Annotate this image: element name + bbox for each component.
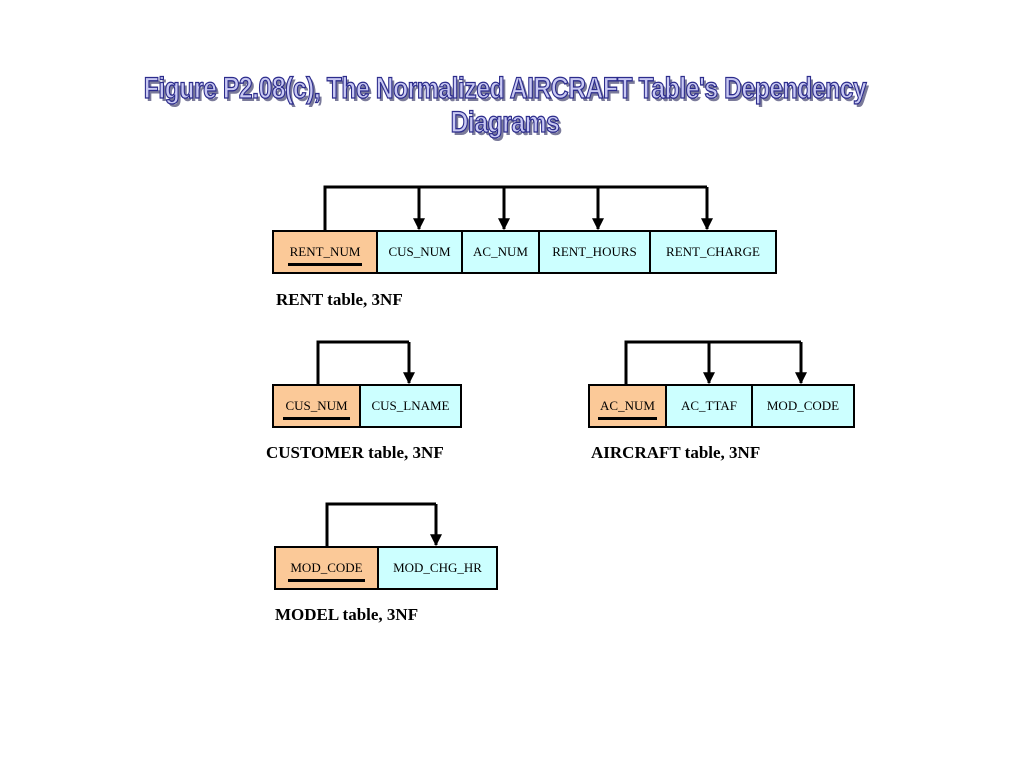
rent-dependency-arrows — [323, 185, 713, 231]
rent-attr-label: AC_NUM — [473, 244, 528, 259]
aircraft-attr-ac-ttaf: AC_TTAF — [665, 384, 753, 428]
rent-attr-ac-num: AC_NUM — [461, 230, 540, 274]
model-table-caption: MODEL table, 3NF — [275, 605, 419, 624]
aircraft-attr-label: AC_TTAF — [680, 398, 738, 413]
model-pk-mod-code: MOD_CODE — [274, 546, 379, 590]
aircraft-pk-label: AC_NUM — [598, 397, 657, 420]
customer-dependency-arrows — [316, 340, 415, 385]
rent-table-caption: RENT table, 3NF — [276, 290, 403, 309]
model-dependency-arrows — [325, 502, 442, 547]
customer-table-caption: CUSTOMER table, 3NF — [266, 443, 444, 462]
aircraft-attr-label: MOD_CODE — [766, 398, 840, 413]
aircraft-attr-mod-code: MOD_CODE — [751, 384, 855, 428]
figure-title: Figure P2.08(c), The Normalized AIRCRAFT… — [143, 71, 867, 139]
rent-attr-rent-charge: RENT_CHARGE — [649, 230, 777, 274]
rent-attr-rent-hours: RENT_HOURS — [538, 230, 651, 274]
rent-pk-label: RENT_NUM — [287, 243, 363, 266]
customer-pk-cus-num: CUS_NUM — [272, 384, 361, 428]
rent-attr-label: RENT_HOURS — [552, 244, 637, 259]
customer-pk-label: CUS_NUM — [283, 397, 350, 420]
aircraft-dependency-arrows — [624, 340, 807, 385]
customer-attr-label: CUS_LNAME — [371, 398, 450, 413]
model-attr-mod-chg-hr: MOD_CHG_HR — [377, 546, 498, 590]
aircraft-table-caption: AIRCRAFT table, 3NF — [591, 443, 761, 462]
rent-attr-cus-num: CUS_NUM — [376, 230, 463, 274]
model-pk-label: MOD_CODE — [288, 559, 365, 582]
rent-attr-label: CUS_NUM — [388, 244, 451, 259]
rent-pk-rent-num: RENT_NUM — [272, 230, 378, 274]
rent-attr-label: RENT_CHARGE — [666, 244, 760, 259]
customer-attr-cus-lname: CUS_LNAME — [359, 384, 462, 428]
aircraft-pk-ac-num: AC_NUM — [588, 384, 667, 428]
model-attr-label: MOD_CHG_HR — [393, 560, 482, 575]
